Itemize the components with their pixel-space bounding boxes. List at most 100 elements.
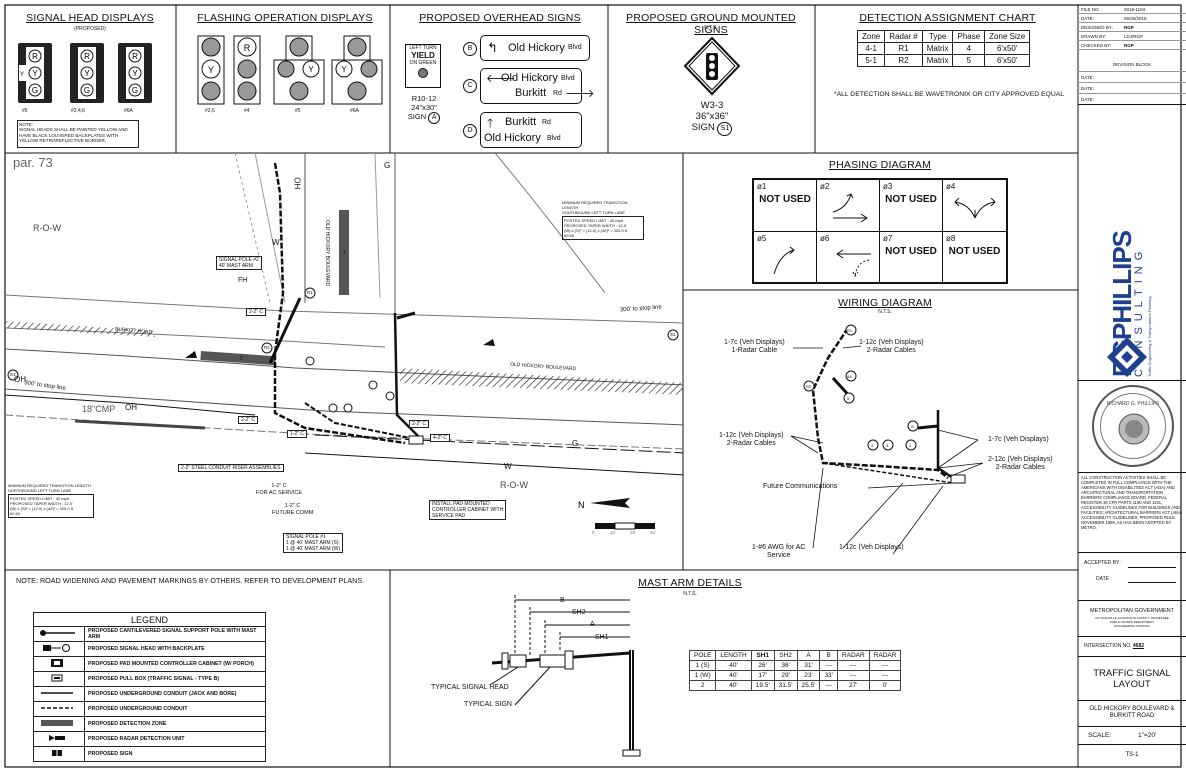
parcel-label: par. 73	[13, 155, 53, 170]
detection-header: Type	[921, 30, 954, 43]
mast-header: RADAR	[868, 650, 902, 661]
dim-label: B	[560, 597, 565, 604]
overhead-marker: OH	[14, 375, 26, 384]
wiring-title: WIRING DIAGRAM	[838, 297, 932, 309]
date-label: DATE :	[1096, 576, 1112, 582]
table-cell: 23'	[796, 670, 821, 681]
signal-head-note: NOTE: SIGNAL HEADS SHALL BE PAINTED YELL…	[17, 120, 139, 148]
table-cell: ---	[819, 680, 838, 691]
detection-zone-marker: 1	[343, 250, 346, 256]
legend-row: PROPOSED RADAR DETECTION UNIT	[33, 731, 266, 747]
svg-text:Y: Y	[32, 69, 38, 78]
table-cell: ---	[868, 660, 902, 671]
wiring-node: R1	[847, 328, 853, 333]
tb-divider	[1078, 656, 1186, 657]
wiring-label: 1-7c (Veh Displays)1-Radar Cable	[724, 339, 785, 354]
date-line	[1128, 582, 1176, 583]
legend-text: PROPOSED RADAR DETECTION UNIT	[84, 731, 266, 747]
r10-line3: ON GREEN	[409, 60, 437, 66]
table-cell: 27'	[836, 680, 870, 691]
mast-header: POLE	[688, 650, 717, 661]
detection-title: DETECTION ASSIGNMENT CHART	[859, 12, 1036, 24]
location-title: OLD HICKORY BOULEVARD & BURKITT ROAD	[1089, 706, 1175, 719]
wiring-subtitle: N.T.S.	[878, 309, 892, 315]
wiring-node: 4	[871, 443, 874, 448]
signal-head-label: #5	[22, 108, 28, 114]
table-cell: 5-1	[856, 54, 886, 67]
sign-d-marker: D	[463, 124, 477, 138]
accepted-by-line	[1128, 567, 1176, 568]
overhead-signs-title: PROPOSED OVERHEAD SIGNS	[419, 12, 581, 24]
graphic-scale	[595, 522, 655, 530]
table-cell: ---	[836, 670, 870, 681]
legend-row: PROPOSED CANTILEVERED SIGNAL SUPPORT POL…	[33, 626, 266, 642]
intersection-label: INTERSECTION NO. 4682	[1084, 643, 1145, 649]
sign-c-marker: C	[463, 79, 477, 93]
callout: 18"CMP	[82, 404, 116, 414]
road-label-old-hickory-vertical: OLD HICKORY BOULEVARD	[324, 220, 330, 287]
overhead-marker: OH	[125, 403, 137, 412]
dim-label: SH2	[572, 609, 586, 616]
tb-divider	[1078, 600, 1186, 601]
phase-4-arrows-icon	[954, 197, 996, 219]
flash-head-4: R	[233, 35, 261, 105]
sign-d-line1-suffix: Rd	[542, 119, 551, 126]
flash-label: #4	[244, 108, 250, 114]
table-cell: 40'	[715, 670, 752, 681]
r10-sign-label: SIGN	[407, 112, 427, 121]
water-marker: W	[504, 462, 512, 471]
table-cell: R2	[884, 54, 923, 67]
tb-divider	[1078, 726, 1186, 727]
mast-header: B	[819, 650, 838, 661]
signal-heads-subtitle: (PROPOSED)	[74, 26, 106, 32]
intersection-plan: N	[5, 153, 683, 530]
gas-marker: G	[572, 439, 579, 448]
flash-head-5: Y	[273, 35, 325, 105]
table-cell: 26'	[750, 660, 775, 671]
tb-divider	[1078, 700, 1186, 701]
tb-row-date: DATE:06/30/2019	[1078, 14, 1186, 23]
svg-text:Y: Y	[308, 65, 314, 74]
sign-d: 🡑 Burkitt Rd Old Hickory Blvd	[480, 112, 582, 148]
wiring-label: 1-12c (Veh Displays)	[839, 544, 904, 551]
legend-row: PROPOSED SIGN	[33, 746, 266, 762]
r10-line2: YIELD	[411, 51, 435, 60]
tb-row-designed: DESIGNED BY:RGP	[1078, 23, 1186, 32]
sign-d-line2: Old Hickory	[484, 132, 541, 144]
wiring-label: 1-7c (Veh Displays)	[988, 436, 1049, 443]
r10-caption: R10-12 24"x30" SIGN A	[400, 94, 448, 124]
wiring-node: 6A	[847, 374, 852, 379]
phase-cell: ø4	[942, 179, 1007, 232]
legend-row: PROPOSED PULL BOX (TRAFFIC SIGNAL - TYPE…	[33, 671, 266, 687]
jack-bore-conduit-icon	[41, 692, 73, 694]
table-row: 4-1 R1 Matrix 4 6'x50'	[856, 42, 1031, 55]
metro-gov: METROPOLITAN GOVERNMENT	[1090, 608, 1174, 614]
w3-3-sign	[683, 36, 741, 96]
phase-5-arrow-icon	[773, 246, 795, 275]
signal-head-icon	[43, 644, 70, 652]
mast-arm-table: POLE LENGTH SH1 SH2 A B RADAR RADAR 1 (S…	[688, 650, 902, 691]
r10-line1: LEFT TURN	[409, 45, 437, 51]
metro-sub: OF NASHVILLE & DAVIDSON COUNTY, TENNESSE…	[1095, 616, 1169, 628]
wiring-node: 5	[847, 396, 850, 401]
legend-text: PROPOSED CANTILEVERED SIGNAL SUPPORT POL…	[84, 626, 266, 642]
signal-head-label: #6A	[124, 108, 133, 114]
ada-note: ALL CONSTRUCTION ACTIVITIES SHALL BE COM…	[1081, 475, 1182, 530]
flashing-title: FLASHING OPERATION DISPLAYS	[197, 12, 373, 24]
wiring-node: 3	[886, 443, 889, 448]
tb-divider	[1078, 636, 1186, 637]
green-ball-icon	[418, 68, 428, 78]
r10-12-sign: LEFT TURN YIELD ON GREEN	[405, 44, 441, 88]
table-cell: ---	[868, 670, 902, 681]
sign-marker: S1	[670, 332, 676, 337]
wiring-drawing	[790, 324, 984, 555]
phase-cell: ø2	[816, 179, 880, 232]
sign-b-marker: B	[463, 42, 477, 56]
dim-label: A	[590, 621, 595, 628]
